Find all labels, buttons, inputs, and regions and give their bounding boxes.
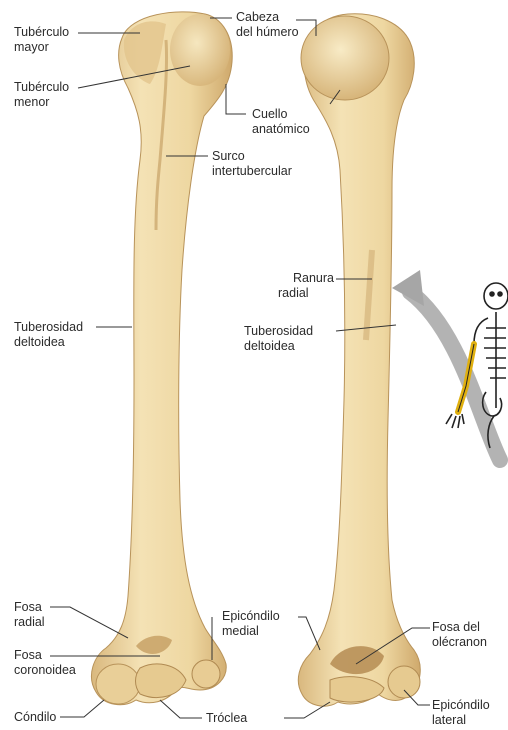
label-tuberosidad-deltoidea-anterior: Tuberosidad deltoidea: [14, 320, 83, 350]
label-line: Tubérculo: [14, 25, 69, 40]
label-tuberculo-mayor: Tubérculo mayor: [14, 25, 69, 55]
label-ranura-radial: Ranura radial: [268, 271, 334, 301]
anterior-humerus-body: [91, 12, 232, 705]
label-line: Tróclea: [206, 711, 247, 726]
label-line: Tubérculo: [14, 80, 69, 95]
posterior-head: [301, 16, 389, 100]
label-fosa-radial: Fosa radial: [14, 600, 45, 630]
label-line: anatómico: [252, 122, 310, 137]
label-tuberosidad-deltoidea-posterior: Tuberosidad deltoidea: [244, 324, 313, 354]
label-line: deltoidea: [14, 335, 83, 350]
label-tuberculo-menor: Tubérculo menor: [14, 80, 69, 110]
label-line: Fosa del: [432, 620, 487, 635]
label-condilo: Cóndilo: [14, 710, 56, 725]
label-line: Cabeza: [236, 10, 299, 25]
capitulum: [96, 664, 140, 704]
label-line: Tuberosidad: [14, 320, 83, 335]
label-line: olécranon: [432, 635, 487, 650]
posterior-humerus-body: [298, 14, 420, 706]
label-line: Ranura: [268, 271, 334, 286]
leader-condilo: [60, 700, 104, 717]
label-line: mayor: [14, 40, 69, 55]
posterior-humerus: [298, 14, 420, 706]
label-epicondilo-medial: Epicóndilo medial: [222, 609, 280, 639]
label-line: Epicóndilo: [222, 609, 280, 624]
label-line: Fosa: [14, 600, 45, 615]
label-line: radial: [14, 615, 45, 630]
label-line: Cuello: [252, 107, 310, 122]
label-line: lateral: [432, 713, 490, 728]
label-epicondilo-lateral: Epicóndilo lateral: [432, 698, 490, 728]
label-line: del húmero: [236, 25, 299, 40]
label-line: Cóndilo: [14, 710, 56, 725]
leader-fosa-radial: [50, 607, 128, 638]
label-fosa-olecranon: Fosa del olécranon: [432, 620, 487, 650]
label-line: Epicóndilo: [432, 698, 490, 713]
label-surco-intertubercular: Surco intertubercular: [212, 149, 292, 179]
label-troclea: Tróclea: [206, 711, 247, 726]
label-line: intertubercular: [212, 164, 292, 179]
lateral-epicondyle: [388, 666, 420, 698]
label-fosa-coronoidea: Fosa coronoidea: [14, 648, 76, 678]
medial-epicondyle-anterior: [192, 660, 220, 688]
label-cabeza-humero: Cabeza del húmero: [236, 10, 299, 40]
label-line: deltoidea: [244, 339, 313, 354]
label-line: Fosa: [14, 648, 76, 663]
label-line: Tuberosidad: [244, 324, 313, 339]
label-line: medial: [222, 624, 280, 639]
label-line: menor: [14, 95, 69, 110]
anterior-head: [170, 14, 230, 86]
label-line: Surco: [212, 149, 292, 164]
label-cuello-anatomico: Cuello anatómico: [252, 107, 310, 137]
label-line: coronoidea: [14, 663, 76, 678]
anterior-humerus: [91, 12, 232, 705]
label-line: radial: [268, 286, 334, 301]
